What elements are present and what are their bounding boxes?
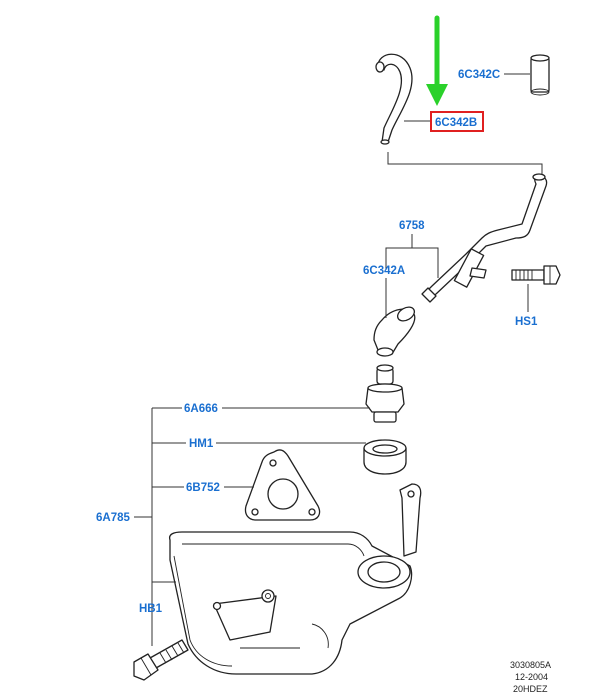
green-arrow-icon (426, 15, 448, 106)
callout-6c342c[interactable]: 6C342C (458, 69, 500, 81)
callout-6a785[interactable]: 6A785 (96, 512, 130, 524)
bolt-hs1[interactable] (511, 265, 561, 285)
callout-6a666[interactable]: 6A666 (184, 403, 218, 415)
grommet-hm1[interactable] (363, 439, 407, 475)
callout-hb1[interactable]: HB1 (139, 603, 163, 615)
tube-6c342c[interactable] (530, 54, 550, 96)
footer-ref: 3030805A (510, 660, 551, 670)
group-bracket (387, 152, 543, 174)
callout-6b752[interactable]: 6B752 (186, 482, 220, 494)
oil-separator-6a785[interactable] (168, 483, 422, 675)
hose-6c342a[interactable] (373, 304, 417, 357)
valve-6a666[interactable] (365, 364, 405, 423)
gasket-6b752[interactable] (244, 449, 321, 521)
callout-6758[interactable]: 6758 (399, 220, 425, 232)
callout-hm1[interactable]: HM1 (189, 438, 214, 450)
hose-6c342b[interactable] (375, 53, 413, 145)
breather-pipe-6758[interactable] (421, 173, 548, 303)
highlight-box (430, 111, 484, 132)
callout-6c342a[interactable]: 6C342A (363, 265, 405, 277)
footer-model: 20HDEZ (513, 684, 548, 694)
bolt-hb1[interactable] (133, 639, 189, 681)
callout-hs1[interactable]: HS1 (515, 316, 538, 328)
callout-6c342b[interactable]: 6C342B (435, 117, 477, 129)
leader-lines (134, 73, 530, 646)
footer-date: 12-2004 (515, 672, 548, 682)
